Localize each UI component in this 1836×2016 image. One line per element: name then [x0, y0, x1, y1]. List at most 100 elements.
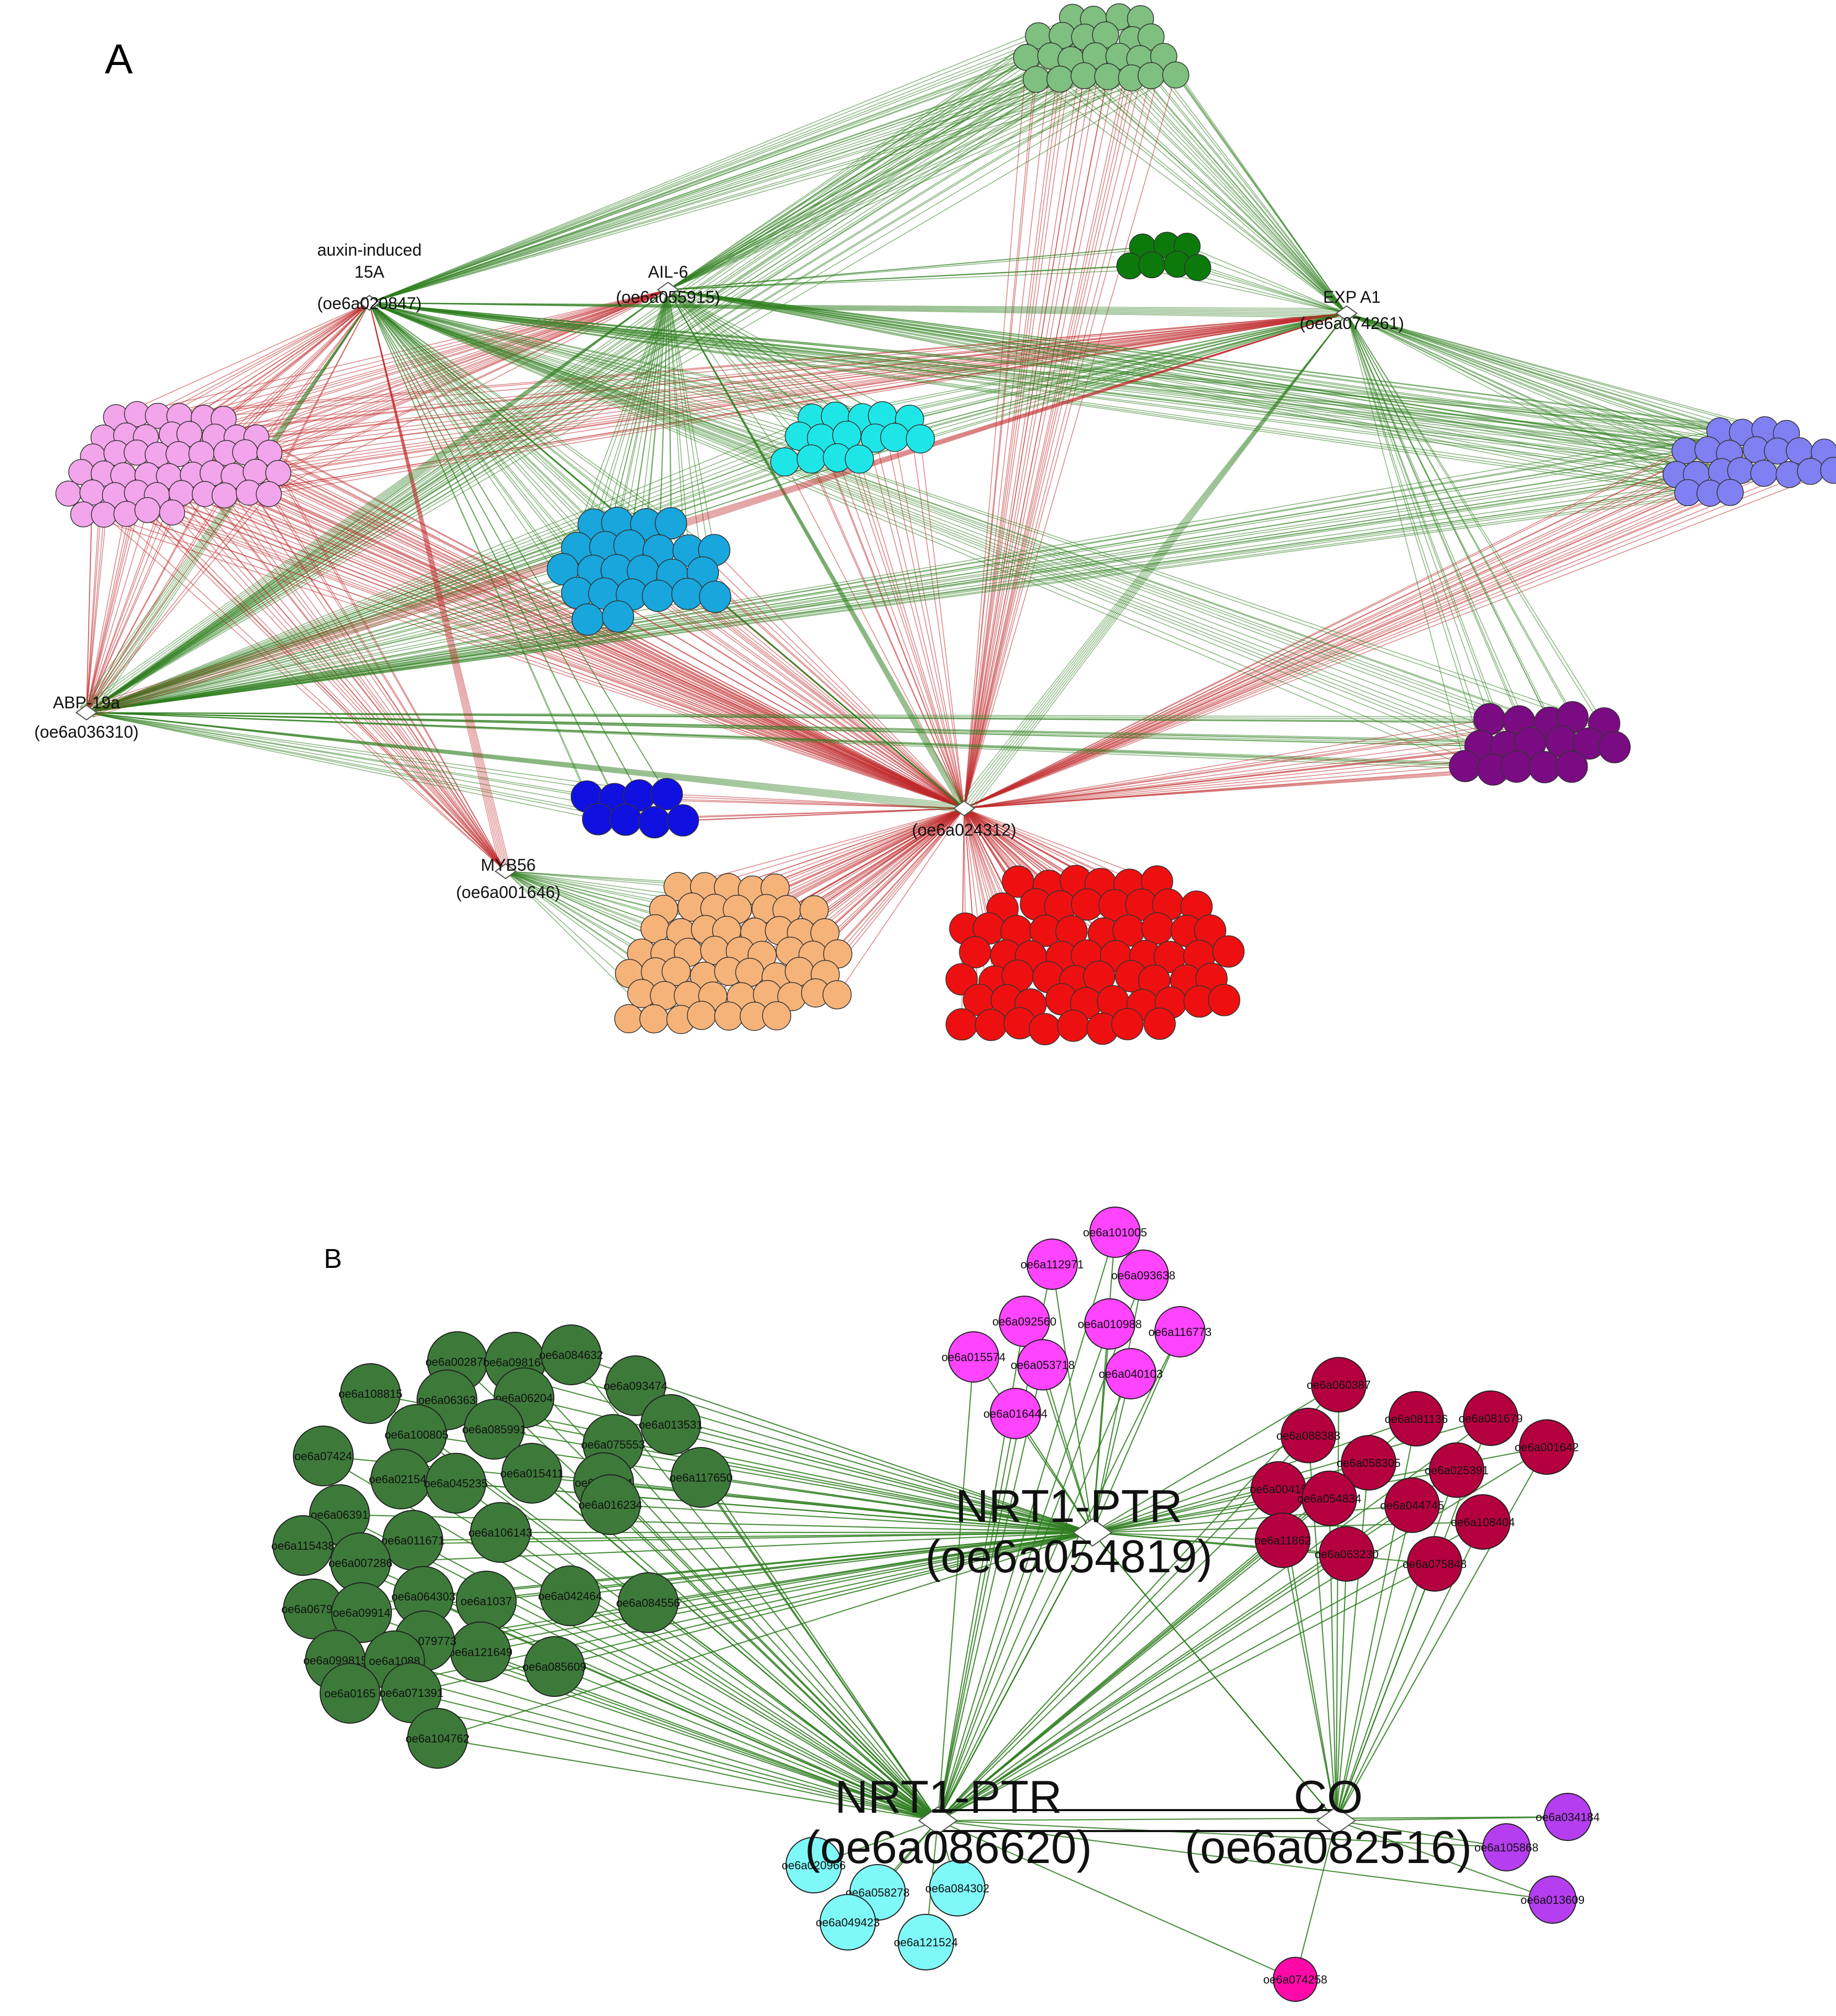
edge	[416, 1434, 938, 1821]
edge	[964, 18, 1141, 809]
edge	[968, 313, 1347, 812]
edge	[668, 79, 1061, 290]
gene-node	[666, 804, 700, 837]
edge	[369, 302, 860, 460]
gene-node	[1029, 1013, 1061, 1046]
edge	[937, 1488, 1279, 1821]
edge	[937, 1816, 1568, 1822]
edge	[423, 1531, 1093, 1597]
edge	[86, 570, 643, 713]
gene-node-label: oe6a088383	[1276, 1429, 1340, 1442]
gene-node-label: oe6a1037	[461, 1595, 512, 1608]
edge	[964, 745, 1481, 809]
edge	[116, 302, 370, 418]
gene-node	[1544, 1793, 1592, 1841]
edge	[369, 302, 715, 551]
edge	[369, 302, 630, 546]
hub-node	[1316, 1806, 1357, 1835]
edge	[1050, 56, 1347, 314]
gene-node	[614, 1004, 643, 1034]
gene-node-label: oe6a002875	[425, 1355, 489, 1368]
edge	[964, 35, 1063, 809]
edge	[369, 302, 1677, 475]
edge	[369, 75, 1085, 303]
edge	[369, 302, 1531, 744]
gene-node	[407, 1708, 468, 1769]
edge	[1092, 1488, 1279, 1533]
edge	[86, 449, 1756, 713]
hub-name: 15A	[355, 262, 385, 281]
edge	[964, 58, 1141, 809]
gene-node-label: oe6a06363	[418, 1394, 476, 1407]
edge	[1092, 1532, 1337, 1821]
edge	[92, 289, 669, 718]
edge	[966, 313, 1347, 810]
edge	[369, 302, 1590, 744]
edge	[369, 302, 617, 571]
panel-a-edges	[68, 16, 1834, 1029]
hub-node	[494, 863, 517, 880]
edge	[1059, 79, 1347, 314]
gene-node	[1070, 62, 1098, 90]
gene-node	[1143, 1007, 1176, 1040]
hub-node	[1072, 1518, 1113, 1547]
edge	[369, 302, 1481, 747]
edge	[862, 418, 965, 809]
edge	[369, 75, 1152, 303]
edge	[964, 717, 1573, 809]
gene-node-label: oe6a053718	[1011, 1358, 1075, 1372]
edge	[964, 56, 1052, 809]
edge	[86, 492, 1688, 713]
edge	[964, 56, 1120, 809]
gene-node	[1071, 888, 1103, 921]
hub-gene-id: (oe6a054819)	[925, 1530, 1212, 1582]
edge	[86, 37, 1085, 713]
edge	[670, 523, 965, 809]
edge	[369, 16, 1120, 303]
hub-name: auxin-induced	[317, 240, 421, 259]
edge	[86, 616, 618, 713]
hub-nodes	[75, 281, 1358, 1835]
edge	[672, 574, 965, 809]
edge	[86, 712, 1604, 724]
gene-node-label: oe6a085991	[462, 1423, 526, 1436]
edge	[86, 712, 640, 796]
gene-node	[176, 421, 203, 447]
gene-node	[524, 1636, 585, 1697]
edge	[369, 56, 1164, 303]
gene-node	[1208, 984, 1241, 1016]
gene-node-label: oe6a06391	[311, 1508, 368, 1521]
gene-node-label: oe6a084302	[925, 1882, 989, 1895]
edge	[668, 289, 1778, 452]
gene-node	[320, 1663, 380, 1724]
edge	[604, 593, 965, 809]
gene-node	[898, 1914, 954, 1970]
gene-node-label: oe6a001642	[1515, 1441, 1579, 1454]
gene-node-label: oe6a093474	[604, 1379, 668, 1393]
hub-name: ABP-19a	[53, 693, 120, 712]
edge	[92, 302, 370, 718]
gene-node	[1105, 1348, 1156, 1399]
edge	[88, 302, 370, 715]
edge	[631, 594, 965, 809]
gene-node	[211, 482, 238, 509]
edge	[204, 494, 965, 809]
gene-node	[1311, 1357, 1367, 1412]
edge	[964, 492, 1710, 809]
gene-node-label: oe6a054834	[1297, 1492, 1361, 1505]
edge	[964, 449, 1708, 809]
edge	[1335, 1384, 1340, 1821]
edge	[86, 470, 1741, 713]
edge	[668, 289, 1743, 433]
hub-node	[358, 294, 381, 311]
edge	[687, 593, 965, 809]
edge	[369, 302, 1688, 494]
gene-node-label: oe6a016444	[983, 1407, 1047, 1420]
edge	[86, 492, 1731, 713]
edge	[1042, 1364, 1094, 1533]
edge	[964, 75, 1085, 809]
edge	[86, 430, 1720, 713]
hub-name: EXP A1	[1323, 288, 1381, 306]
edge	[1091, 1373, 1132, 1533]
